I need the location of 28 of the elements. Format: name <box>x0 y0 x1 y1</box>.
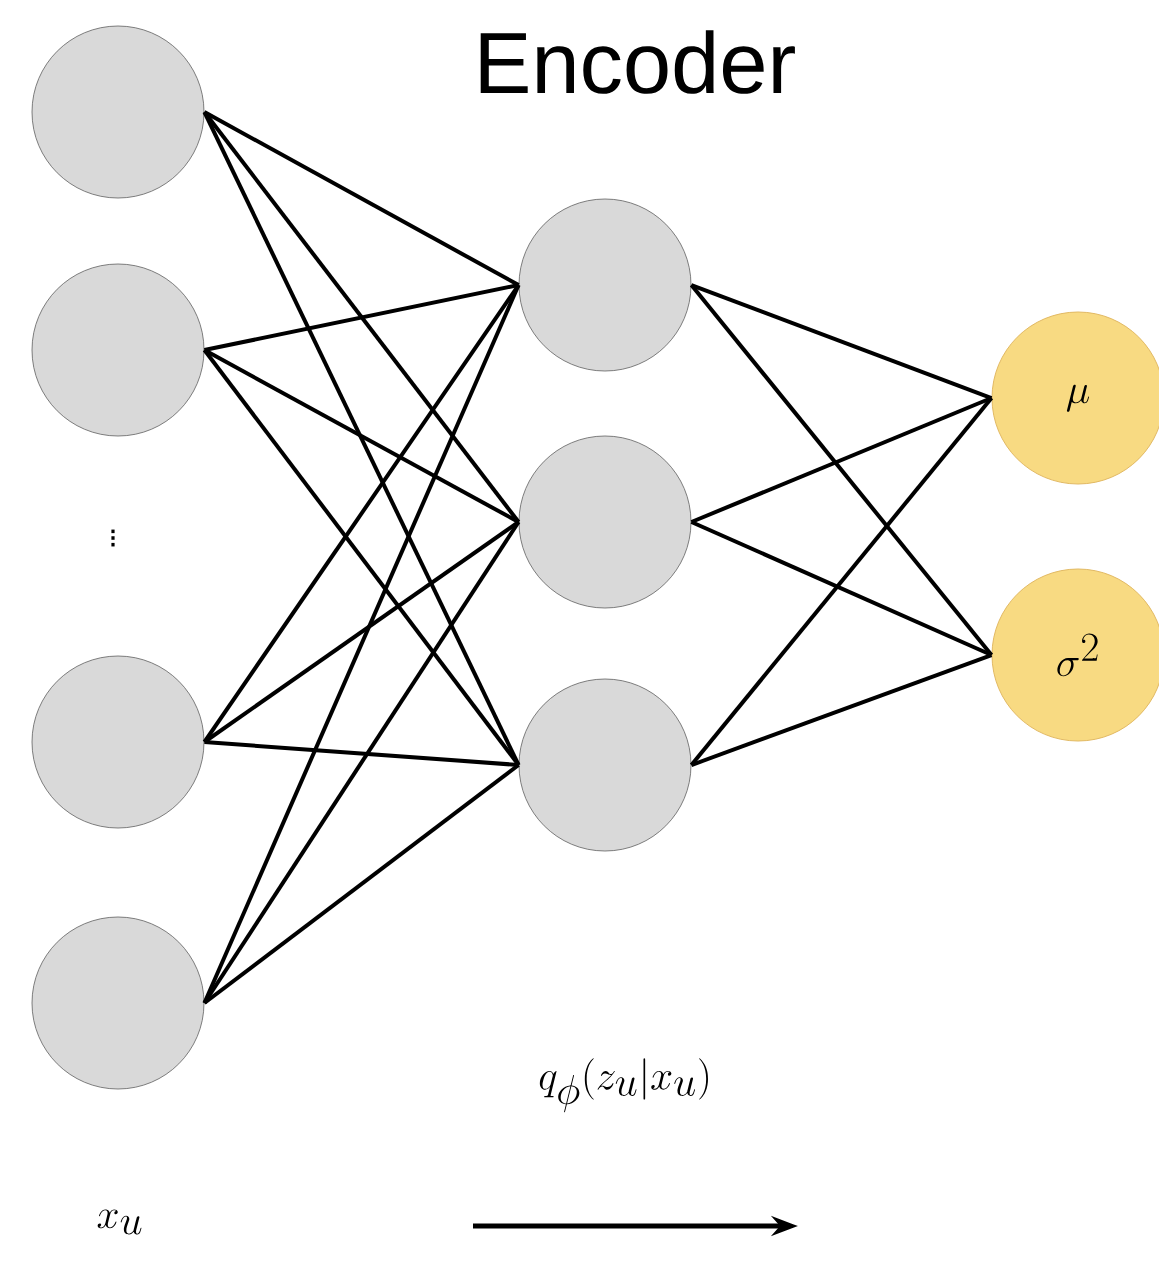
connection-line <box>203 520 520 744</box>
connection-line <box>202 348 521 767</box>
connection-line <box>690 396 993 524</box>
connection-line <box>203 763 520 1005</box>
neuron-circle <box>31 916 205 1090</box>
input-label: $x_u$ <box>97 1209 142 1235</box>
output-node: $\mu$ <box>991 311 1159 485</box>
connection-line <box>203 348 520 524</box>
connection-line <box>690 520 993 657</box>
title: Encoder <box>480 30 795 94</box>
connection-line <box>690 653 993 767</box>
connection-line <box>204 740 519 767</box>
formula: $q_\phi(z_u|x_u)$ <box>539 1058 708 1113</box>
neuron-circle <box>31 263 205 437</box>
connection-line <box>202 111 521 766</box>
output-node: $\sigma^2$ <box>991 568 1159 742</box>
neuron-circle <box>518 435 692 609</box>
ellipsis-dots: $\vdots$ <box>111 529 115 547</box>
neuron-circle <box>31 655 205 829</box>
connection-line <box>202 284 521 1004</box>
connection-line <box>203 110 520 287</box>
connection-line <box>689 396 994 767</box>
neuron-circle <box>518 678 692 852</box>
connection-line <box>690 283 993 400</box>
connection-line <box>204 283 519 352</box>
neuron-circle <box>31 25 205 199</box>
connection-line <box>689 283 994 657</box>
neuron-circle <box>518 198 692 372</box>
